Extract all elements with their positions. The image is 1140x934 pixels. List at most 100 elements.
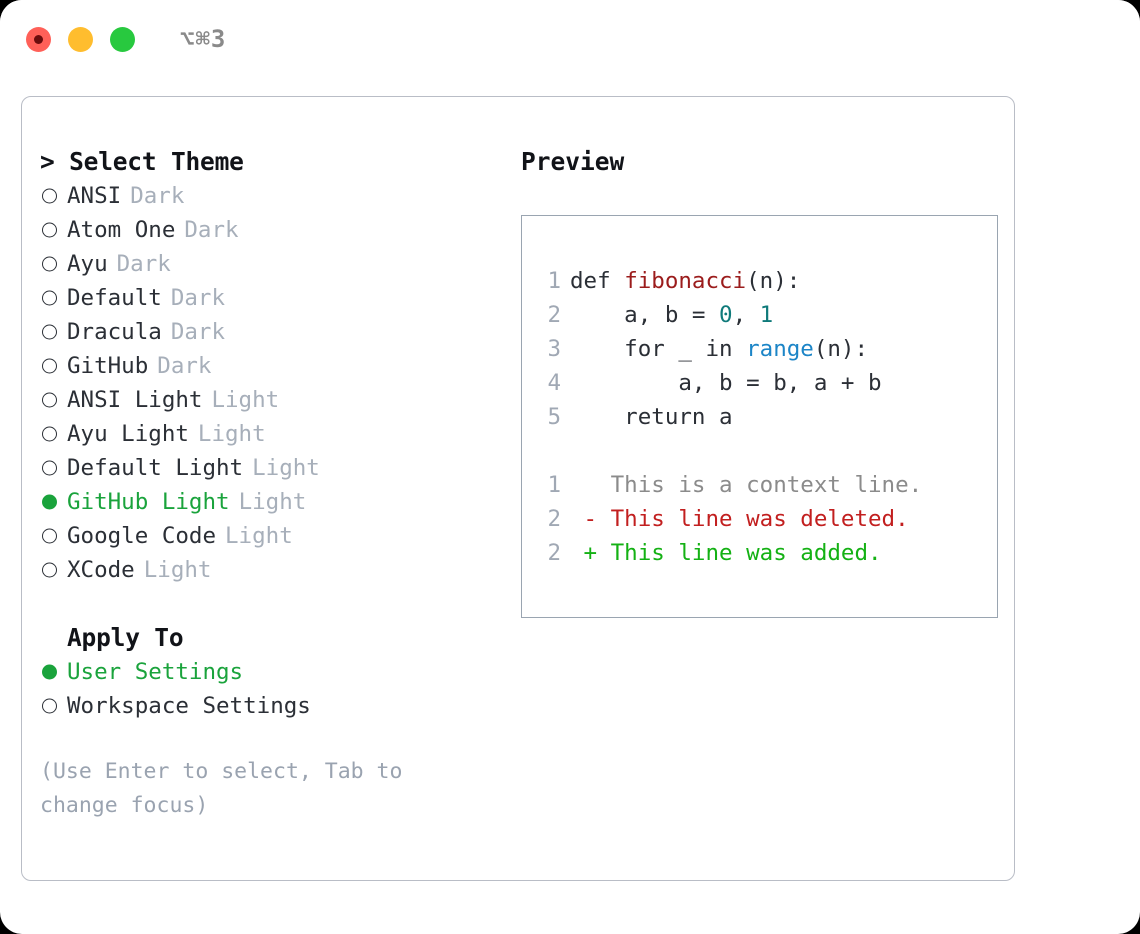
radio-selected-icon xyxy=(40,655,67,689)
keyboard-hint-text: (Use Enter to select, Tab to change focu… xyxy=(40,759,403,818)
code-text: def fibonacci(n): xyxy=(570,264,800,298)
option-label: Ayu xyxy=(67,251,108,277)
line-number: 2 xyxy=(547,540,561,566)
radio-unselected-icon xyxy=(40,247,67,281)
traffic-lights xyxy=(26,26,135,52)
line-number: 1 xyxy=(547,472,561,498)
code-token: for _ in xyxy=(570,336,747,362)
option-label: Default xyxy=(67,285,162,311)
option-badge: Dark xyxy=(184,217,239,243)
section-spacer xyxy=(40,587,510,621)
code-token: a, b = b, a + b xyxy=(570,370,882,396)
option-label: Atom One xyxy=(67,217,176,243)
theme-option-atom-one[interactable]: Atom One Dark xyxy=(40,213,510,247)
option-badge: Light xyxy=(225,523,293,549)
option-label: Workspace Settings xyxy=(67,693,311,719)
radio-unselected-icon xyxy=(40,281,67,315)
diff-text: + This line was added. xyxy=(570,540,882,566)
option-badge: Dark xyxy=(116,251,171,277)
option-label: GitHub Light xyxy=(67,489,230,515)
theme-option-dracula[interactable]: Dracula Dark xyxy=(40,315,510,349)
theme-option-ansi[interactable]: ANSI Dark xyxy=(40,179,510,213)
option-label: ANSI Light xyxy=(67,387,203,413)
code-token: range xyxy=(746,336,814,362)
diff-text: - This line was deleted. xyxy=(570,506,909,532)
option-badge: Dark xyxy=(130,183,185,209)
close-button[interactable] xyxy=(26,26,51,52)
option-badge: Dark xyxy=(170,319,226,345)
radio-unselected-icon xyxy=(40,315,67,349)
option-label: Default Light xyxy=(67,455,244,481)
diff-line-add: 2 + This line was added. xyxy=(540,536,997,570)
theme-option-xcode[interactable]: XCode Light xyxy=(40,553,510,587)
code-text: return a xyxy=(570,400,733,434)
theme-option-google-code[interactable]: Google Code Light xyxy=(40,519,510,553)
theme-option-default[interactable]: Default Dark xyxy=(40,281,510,315)
option-badge: Light xyxy=(211,387,280,413)
line-number: 4 xyxy=(547,370,561,396)
code-token: fibonacci xyxy=(624,268,747,294)
option-badge: Light xyxy=(197,421,266,447)
code-text: a, b = b, a + b xyxy=(570,366,882,400)
close-icon xyxy=(34,34,43,44)
code-token: 0 xyxy=(719,302,733,328)
diff-line-context: 1 This is a context line. xyxy=(540,468,997,502)
theme-option-ayu[interactable]: Ayu Dark xyxy=(40,247,510,281)
theme-option-ayu-light[interactable]: Ayu Light Light xyxy=(40,417,510,451)
diff-text: This is a context line. xyxy=(570,472,923,498)
line-number: 3 xyxy=(547,336,561,362)
code-token: a, b = xyxy=(570,302,720,328)
option-label: User Settings xyxy=(67,659,244,685)
code-token: def xyxy=(570,268,625,294)
option-badge: Dark xyxy=(170,285,226,311)
option-label: XCode xyxy=(67,557,135,583)
radio-unselected-icon xyxy=(40,451,67,485)
apply-option-workspace-settings[interactable]: Workspace Settings xyxy=(40,689,510,723)
apply-to-header: Apply To xyxy=(67,623,184,652)
keyboard-shortcut-label: ⌥⌘3 xyxy=(180,25,227,53)
line-number: 2 xyxy=(547,506,561,532)
code-line: 4 a, b = b, a + b xyxy=(540,366,997,400)
code-text: for _ in range(n): xyxy=(570,332,868,366)
line-number: 2 xyxy=(547,302,561,328)
code-token: 1 xyxy=(759,302,774,328)
radio-unselected-icon xyxy=(40,417,67,451)
theme-option-ansi-light[interactable]: ANSI Light Light xyxy=(40,383,510,417)
code-token: (n): xyxy=(813,336,869,362)
radio-unselected-icon xyxy=(40,689,67,723)
radio-unselected-icon xyxy=(40,383,67,417)
diff-sample: 1 This is a context line. 2 - This line w… xyxy=(540,468,997,570)
option-badge: Light xyxy=(143,557,212,583)
preview-header: Preview xyxy=(521,147,625,176)
minimize-button[interactable] xyxy=(68,26,93,52)
code-token: , xyxy=(732,302,760,328)
option-label: ANSI xyxy=(67,183,122,209)
radio-selected-icon xyxy=(40,485,67,519)
apply-option-user-settings[interactable]: User Settings xyxy=(40,655,510,689)
line-number: 5 xyxy=(547,404,561,430)
option-label: Ayu Light xyxy=(67,421,189,447)
code-token: (n): xyxy=(746,268,801,294)
code-token: return a xyxy=(570,404,733,430)
radio-unselected-icon xyxy=(40,179,67,213)
radio-unselected-icon xyxy=(40,519,67,553)
radio-unselected-icon xyxy=(40,213,67,247)
option-badge: Dark xyxy=(157,353,212,379)
option-label: Dracula xyxy=(67,319,162,345)
radio-unselected-icon xyxy=(40,349,67,383)
code-line: 3 for _ in range(n): xyxy=(540,332,997,366)
code-line: 2 a, b = 0, 1 xyxy=(540,298,997,332)
zoom-button[interactable] xyxy=(110,26,135,52)
option-label: Google Code xyxy=(67,523,217,549)
